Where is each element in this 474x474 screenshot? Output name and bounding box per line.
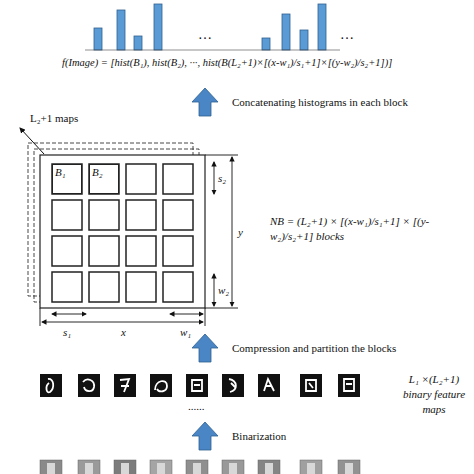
dimension-label: w₁ (180, 326, 191, 339)
dimension-label: x (121, 326, 126, 339)
ellipsis: ...... (188, 400, 205, 413)
grid-blocks (52, 164, 193, 302)
dimension-lines (40, 155, 238, 326)
stacked-maps (28, 143, 199, 302)
step-caption: Compression and partition the blocks (232, 342, 396, 355)
formula: f(Image) = [hist(B₁), hist(B₂), ···, his… (62, 56, 392, 69)
block-count-formula: NB = (L₂+1) × [(x-w₁)/s₁+1] × [(y-w₂)/s₂… (270, 214, 450, 244)
input-images (40, 460, 360, 474)
histogram-baseline (85, 50, 340, 51)
map-count: L₁ ×(L₂+1) binary feature maps (398, 372, 470, 417)
block-label: B₂ (92, 166, 103, 178)
map-count: L₂+1 maps (30, 112, 78, 125)
step-caption: Binarization (232, 430, 286, 443)
binary-maps (40, 374, 360, 397)
dimension-label: w₂ (218, 284, 229, 297)
step-caption: Concatenating histograms in each block (232, 96, 408, 109)
depth-arrow (20, 128, 44, 154)
map-frame (40, 155, 205, 308)
dimension-label: s₂ (218, 172, 226, 185)
grid-block: B₂ (89, 164, 119, 194)
ellipsis: … (340, 28, 354, 41)
block-label: B₁ (55, 166, 66, 178)
dimension-label: y (238, 226, 243, 239)
histogram-bars (94, 4, 326, 50)
ellipsis: … (198, 28, 212, 41)
grid-block: B₁ (52, 164, 82, 194)
dimension-label: s₁ (63, 326, 71, 339)
